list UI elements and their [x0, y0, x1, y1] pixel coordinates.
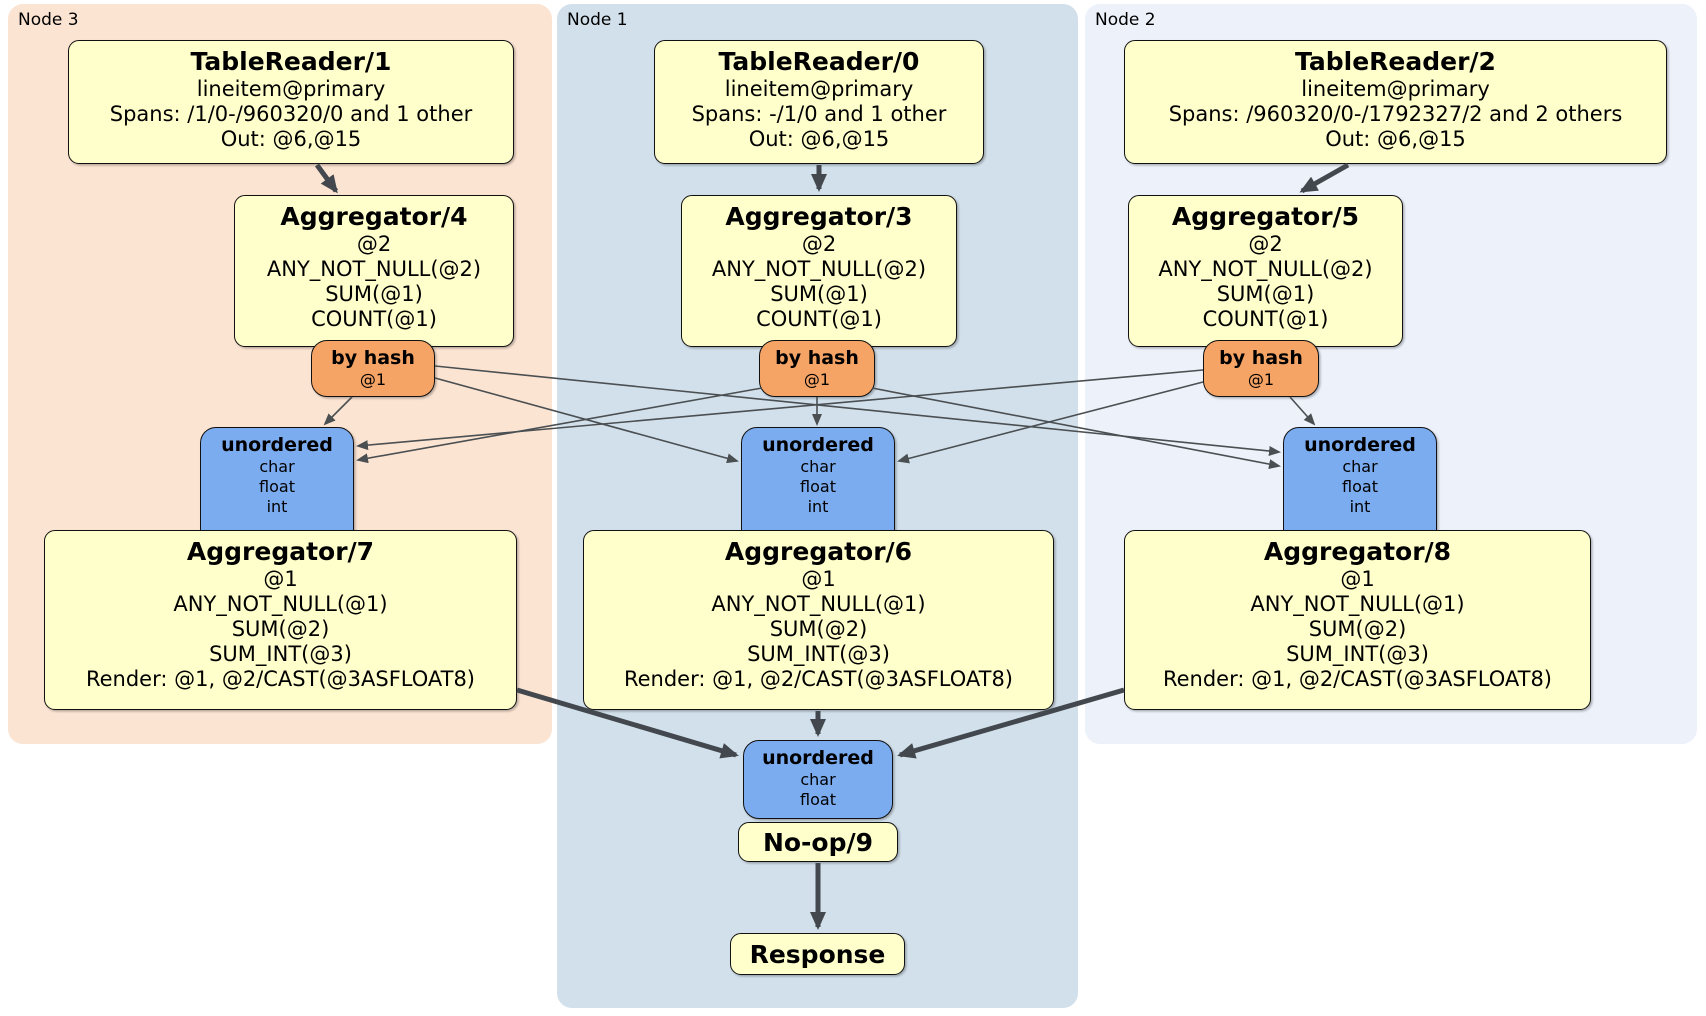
- tablereader-1-title: TableReader/1: [190, 47, 392, 76]
- unordered-sync-middle-detail: int: [807, 497, 829, 516]
- unordered-sync-left-detail: float: [259, 477, 295, 496]
- tablereader-2-detail: Spans: /960320/0-/1792327/2 and 2 others: [1168, 102, 1623, 126]
- tablereader-0-detail: lineitem@primary: [724, 77, 914, 101]
- unordered-sync-final-title: unordered: [762, 747, 874, 769]
- aggregator-3-detail: @2: [801, 232, 837, 256]
- tablereader-2-detail: Out: @6,@15: [1325, 127, 1466, 151]
- tablereader-2-detail: lineitem@primary: [1301, 77, 1490, 101]
- tablereader-1-detail: lineitem@primary: [196, 77, 386, 101]
- aggregator-5-title: Aggregator/5: [1171, 202, 1360, 231]
- unordered-sync-right-detail: int: [1349, 497, 1371, 516]
- unordered-sync-final-detail: char: [800, 770, 836, 789]
- tablereader-0-detail: Spans: -/1/0 and 1 other: [691, 102, 947, 126]
- unordered-sync-left-detail: int: [266, 497, 288, 516]
- hash-router-left-title: by hash: [331, 347, 415, 369]
- aggregator-3-title: Aggregator/3: [725, 202, 913, 231]
- hash-router-middle-detail: @1: [803, 370, 831, 389]
- unordered-sync-final-detail: float: [800, 790, 836, 809]
- hash-router-right-title: by hash: [1219, 347, 1303, 369]
- tablereader-2-title: TableReader/2: [1295, 47, 1496, 76]
- aggregator-3-detail: ANY_NOT_NULL(@2): [711, 257, 927, 281]
- aggregator-6-detail: SUM(@2): [769, 617, 868, 641]
- hash-router-middle-title: by hash: [775, 347, 859, 369]
- unordered-sync-right-detail: float: [1342, 477, 1378, 496]
- aggregator-7-title: Aggregator/7: [186, 537, 375, 566]
- response-title: Response: [749, 939, 886, 969]
- aggregator-5-detail: SUM(@1): [1216, 282, 1315, 306]
- hash-router-middle: by hash@1: [759, 340, 875, 397]
- aggregator-4-title: Aggregator/4: [280, 202, 468, 231]
- aggregator-5-detail: COUNT(@1): [1202, 307, 1329, 331]
- aggregator-7-detail: Render: @1, @2/CAST(@3ASFLOAT8): [85, 667, 476, 691]
- aggregator-8-detail: SUM(@2): [1308, 617, 1407, 641]
- aggregator-8-detail: @1: [1340, 567, 1375, 591]
- hash-router-left-detail: @1: [359, 370, 387, 389]
- aggregator-3-detail: COUNT(@1): [756, 307, 882, 331]
- aggregator-6-title: Aggregator/6: [724, 537, 913, 566]
- tablereader-1-detail: Out: @6,@15: [220, 127, 362, 151]
- hash-router-left: by hash@1: [311, 340, 435, 397]
- aggregator-6-detail: @1: [801, 567, 836, 591]
- aggregator-4-detail: COUNT(@1): [311, 307, 437, 331]
- aggregator-3-detail: SUM(@1): [770, 282, 868, 306]
- aggregator-4-detail: ANY_NOT_NULL(@2): [266, 257, 482, 281]
- node-label: Node 1: [567, 10, 628, 30]
- aggregator-4-detail: SUM(@1): [325, 282, 423, 306]
- aggregator-6-detail: SUM_INT(@3): [747, 642, 890, 666]
- response: Response: [730, 933, 905, 975]
- hash-router-right: by hash@1: [1203, 340, 1319, 397]
- aggregator-6-detail: ANY_NOT_NULL(@1): [711, 592, 926, 616]
- aggregator-5-detail: ANY_NOT_NULL(@2): [1158, 257, 1373, 281]
- unordered-sync-middle-detail: float: [800, 477, 836, 496]
- aggregator-4-detail: @2: [356, 232, 392, 256]
- unordered-sync-left-title: unordered: [221, 434, 333, 456]
- aggregator-8-title: Aggregator/8: [1263, 537, 1452, 566]
- hash-router-right-detail: @1: [1247, 370, 1275, 389]
- unordered-sync-middle-title: unordered: [762, 434, 874, 456]
- aggregator-8-detail: ANY_NOT_NULL(@1): [1250, 592, 1465, 616]
- aggregator-6-detail: Render: @1, @2/CAST(@3ASFLOAT8): [623, 667, 1014, 691]
- noop-9-title: No-op/9: [762, 827, 874, 857]
- node-label: Node 3: [18, 10, 79, 30]
- tablereader-0-detail: Out: @6,@15: [748, 127, 890, 151]
- unordered-sync-right-title: unordered: [1304, 434, 1416, 456]
- aggregator-8-detail: SUM_INT(@3): [1286, 642, 1429, 666]
- aggregator-7-detail: ANY_NOT_NULL(@1): [173, 592, 388, 616]
- tablereader-1-detail: Spans: /1/0-/960320/0 and 1 other: [109, 102, 473, 126]
- aggregator-8-detail: Render: @1, @2/CAST(@3ASFLOAT8): [1162, 667, 1553, 691]
- tablereader-0-title: TableReader/0: [718, 47, 920, 76]
- noop-9: No-op/9: [738, 822, 898, 862]
- unordered-sync-right-detail: char: [1342, 457, 1378, 476]
- aggregator-7-detail: SUM(@2): [231, 617, 330, 641]
- aggregator-5-detail: @2: [1248, 232, 1283, 256]
- unordered-sync-middle-detail: char: [800, 457, 836, 476]
- aggregator-7-detail: SUM_INT(@3): [209, 642, 352, 666]
- aggregator-7-detail: @1: [263, 567, 298, 591]
- unordered-sync-left-detail: char: [259, 457, 295, 476]
- node-label: Node 2: [1095, 10, 1156, 30]
